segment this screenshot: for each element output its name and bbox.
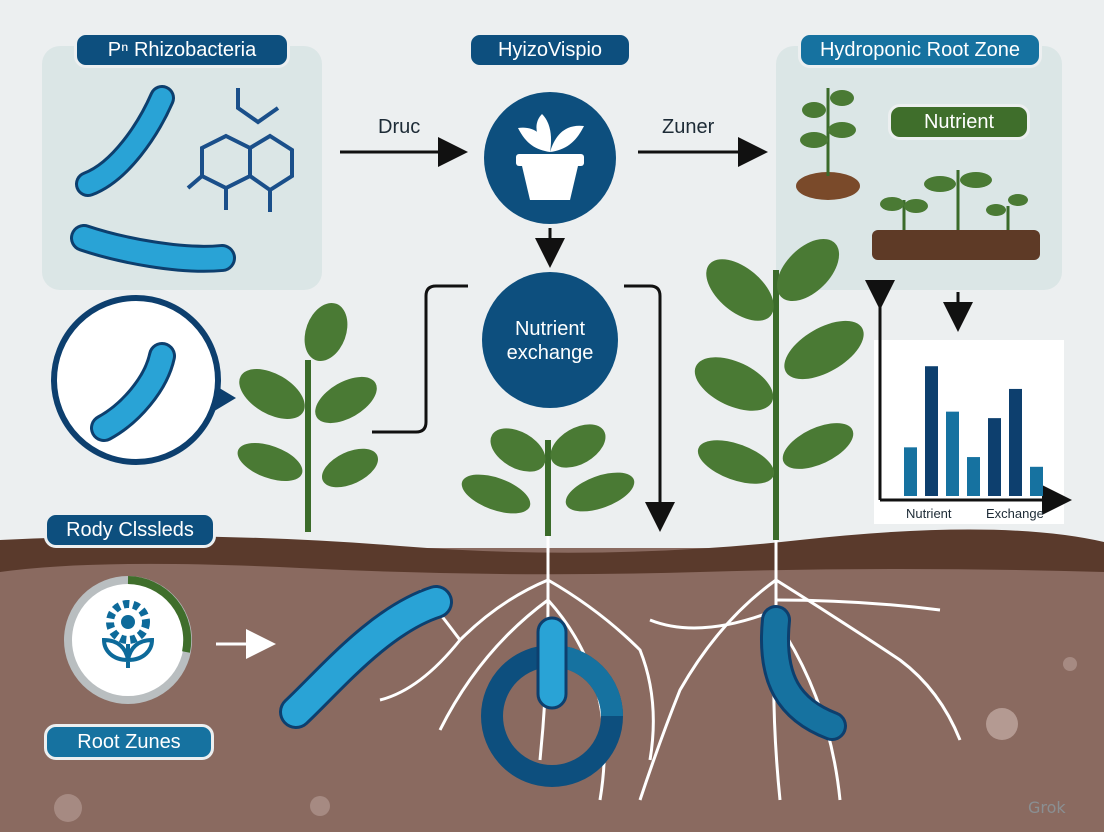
bacterium-icon [760, 605, 847, 741]
nutrient-badge: Nutrient [888, 104, 1030, 140]
chart-x-label-2: Exchange [986, 506, 1044, 521]
hyizovispio-label: HyizoVispio [468, 32, 632, 68]
bacterium-icon [75, 85, 175, 197]
bacterium-icon [70, 224, 236, 273]
pebble [310, 796, 330, 816]
topsoil-band [0, 529, 1104, 575]
rody-clssleds-label: Rody Clssleds [44, 512, 216, 548]
chart-bar [1030, 466, 1043, 496]
plant-left [237, 302, 379, 532]
root-ring-icon [481, 616, 623, 787]
arrow-down-icon [624, 284, 675, 532]
bacterium-icon [279, 585, 453, 729]
chart-bar [946, 411, 959, 496]
gear-flower-icon [64, 576, 192, 704]
soil-bed-seedlings [872, 170, 1040, 260]
connector-line [372, 284, 468, 434]
molecule-icon [186, 88, 294, 212]
chart-bar [904, 447, 917, 496]
chart-bar [1009, 388, 1022, 496]
potted-plant-icon [516, 114, 584, 200]
rhizobacteria-panel [42, 46, 322, 290]
chart-bar [988, 418, 1001, 496]
zuner-label: Zuner [662, 116, 715, 138]
seedling-in-soil [796, 88, 860, 200]
plant-center [461, 424, 635, 536]
nutrient-exchange-circle [482, 272, 618, 408]
nutrient-exchange-line1: Nutrient [514, 318, 586, 340]
chart-bar [925, 366, 938, 496]
chart-x-label-1: Nutrient [906, 506, 952, 521]
grok-watermark: Grok [1028, 798, 1066, 817]
pebble [1063, 657, 1077, 671]
chart-panel [874, 340, 1064, 524]
pebble [54, 794, 82, 822]
chart-bar [967, 457, 980, 496]
plant-right [694, 238, 864, 540]
pebble [986, 708, 1018, 740]
nutrient-exchange-line2: exchange [506, 342, 594, 364]
chart-bars [904, 366, 1043, 496]
root-zunes-label: Root Zunes [44, 724, 214, 760]
hydroponic-zone-label: Hydroponic Root Zone [798, 32, 1042, 68]
rhizobacteria-label: Pⁿ Rhizobacteria [74, 32, 290, 68]
druc-label: Druc [378, 116, 421, 138]
magnified-bacterium [51, 295, 236, 465]
